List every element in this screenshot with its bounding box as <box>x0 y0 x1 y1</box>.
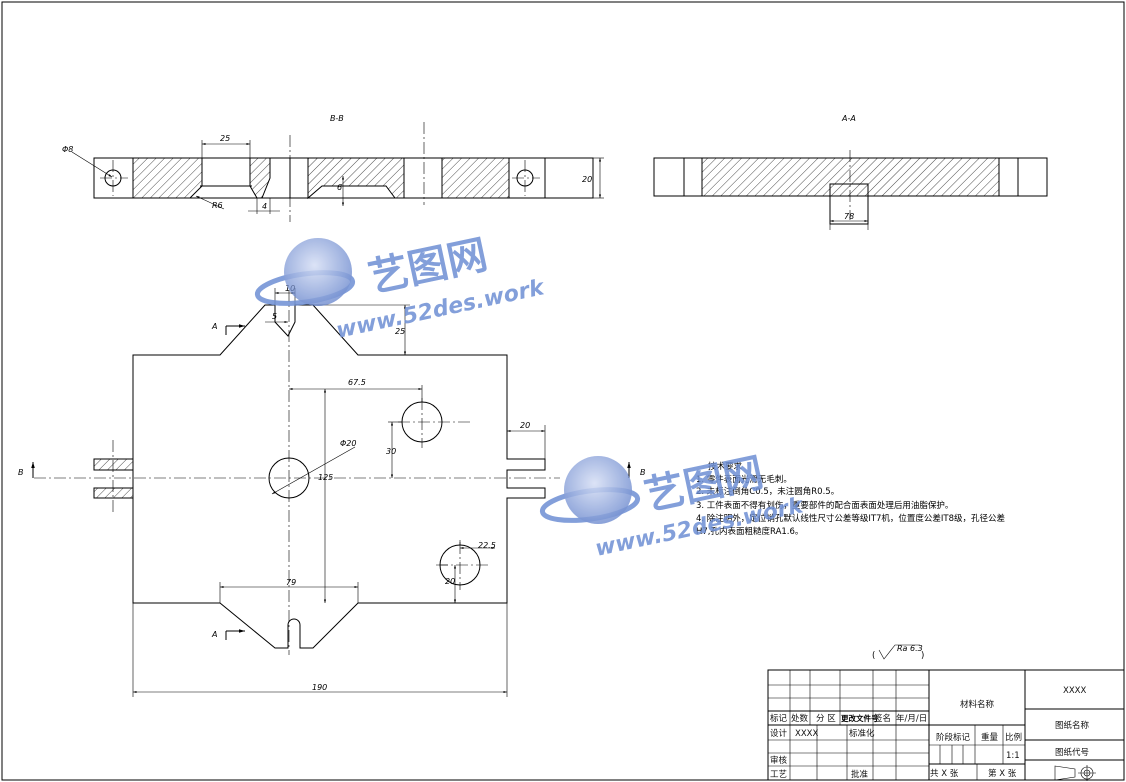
dim-bb-25: 25 <box>220 134 230 143</box>
roughness-symbol: ( ) Ra 6.3 <box>872 644 924 661</box>
watermark-top: 艺图网 www.52des.work <box>254 232 548 344</box>
tb-signature: 签名 <box>874 713 891 724</box>
dim-bb-6: 6 <box>337 183 342 192</box>
dim-aa-78: 78 <box>844 212 854 221</box>
dim-plan-67-5: 67.5 <box>348 378 366 387</box>
tech-line-2: 2. 未标注倒角C0.5，未注圆角R0.5。 <box>696 486 839 497</box>
tech-line-3: 3. 工件表面不得有划伤，重要部件的配合面表面处理后用油脂保护。 <box>696 500 953 511</box>
watermark-logo-icon <box>254 238 356 306</box>
watermark-logo-icon-2 <box>539 456 641 524</box>
dim-bb-r6: R6 <box>212 201 223 210</box>
tb-process: 工艺 <box>770 770 787 780</box>
tb-zone: 分 区 <box>816 714 836 724</box>
dim-plan-20-right: 20 <box>520 421 530 430</box>
dim-plan-79: 79 <box>286 578 296 587</box>
tb-material: 材料名称 <box>960 699 995 710</box>
dim-plan-phi20: Φ20 <box>340 439 356 448</box>
section-mark-b-left: B <box>18 468 24 477</box>
section-mark-b-right: B <box>640 468 646 477</box>
plan-view: B B A A 10 5 25 67.5 20 Φ20 30 125 22 <box>18 284 646 697</box>
tb-approve: 批准 <box>851 769 869 780</box>
svg-text:): ) <box>921 651 924 661</box>
tb-stage-mark: 阶段标记 <box>936 732 971 743</box>
tb-scale: 比例 <box>1005 732 1022 743</box>
svg-text:(: ( <box>872 651 875 661</box>
tb-standardize: 标准化 <box>849 728 875 739</box>
tb-count: 处数 <box>791 713 809 724</box>
section-view-bb: B-B 25 Φ8 R6 4 6 <box>62 114 604 222</box>
tb-sheet-no: 第 X 张 <box>988 768 1017 779</box>
tech-heading: 技术要求 <box>708 461 743 472</box>
tb-weight: 重量 <box>981 732 999 743</box>
section-mark-a-top: A <box>211 322 217 331</box>
dim-plan-5: 5 <box>272 312 277 321</box>
tb-scale-value: 1:1 <box>1006 751 1020 761</box>
section-view-aa: A-A 78 <box>653 114 1048 230</box>
technical-requirements: 技术要求 1. 零件表面光滑无毛刺。 2. 未标注倒角C0.5，未注圆角R0.5… <box>696 461 1005 537</box>
tb-review: 审核 <box>770 755 788 766</box>
view-title-bb: B-B <box>330 114 344 123</box>
tech-line-5: H7,孔内表面粗糙度RA1.6。 <box>696 526 803 537</box>
tb-change-doc: 更改文件号 <box>841 713 879 723</box>
section-mark-a-bottom: A <box>211 630 217 639</box>
tb-date: 年/月/日 <box>896 713 927 724</box>
dim-plan-190: 190 <box>312 683 327 692</box>
tb-design: 设计 <box>770 728 788 739</box>
dim-plan-22-5: 22.5 <box>478 541 496 550</box>
tech-line-4: 4. 除注明外，定位销孔默认线性尺寸公差等级IT7机，位置度公差IT8级，孔径公… <box>696 513 1005 524</box>
view-title-aa: A-A <box>841 114 856 123</box>
tech-line-1: 1. 零件表面光滑无毛刺。 <box>696 474 792 485</box>
watermark-middle: 艺图网 www.52des.work <box>539 450 807 562</box>
projection-symbol-icon <box>1054 765 1096 781</box>
dim-plan-25: 25 <box>395 327 405 336</box>
dim-bb-phi8: Φ8 <box>62 145 73 154</box>
dim-plan-20-small: 20 <box>445 577 455 586</box>
tb-sheets-total: 共 X 张 <box>930 769 959 779</box>
dim-plan-30: 30 <box>386 447 396 456</box>
title-block: 标记 处数 分 区 更改文件号 签名 年/月/日 设计 XXXX 标准化 审核 … <box>767 669 1125 781</box>
tb-code-value: XXXX <box>1063 686 1086 696</box>
tb-design-value: XXXX <box>795 729 818 739</box>
dim-bb-4: 4 <box>262 202 267 211</box>
tb-drawing-code: 图纸代号 <box>1055 747 1089 758</box>
tb-drawing-name: 图纸名称 <box>1055 720 1090 731</box>
dim-plan-125: 125 <box>318 473 333 482</box>
roughness-value: Ra 6.3 <box>897 644 923 653</box>
tb-mark: 标记 <box>770 713 788 724</box>
dim-bb-20: 20 <box>582 175 592 184</box>
